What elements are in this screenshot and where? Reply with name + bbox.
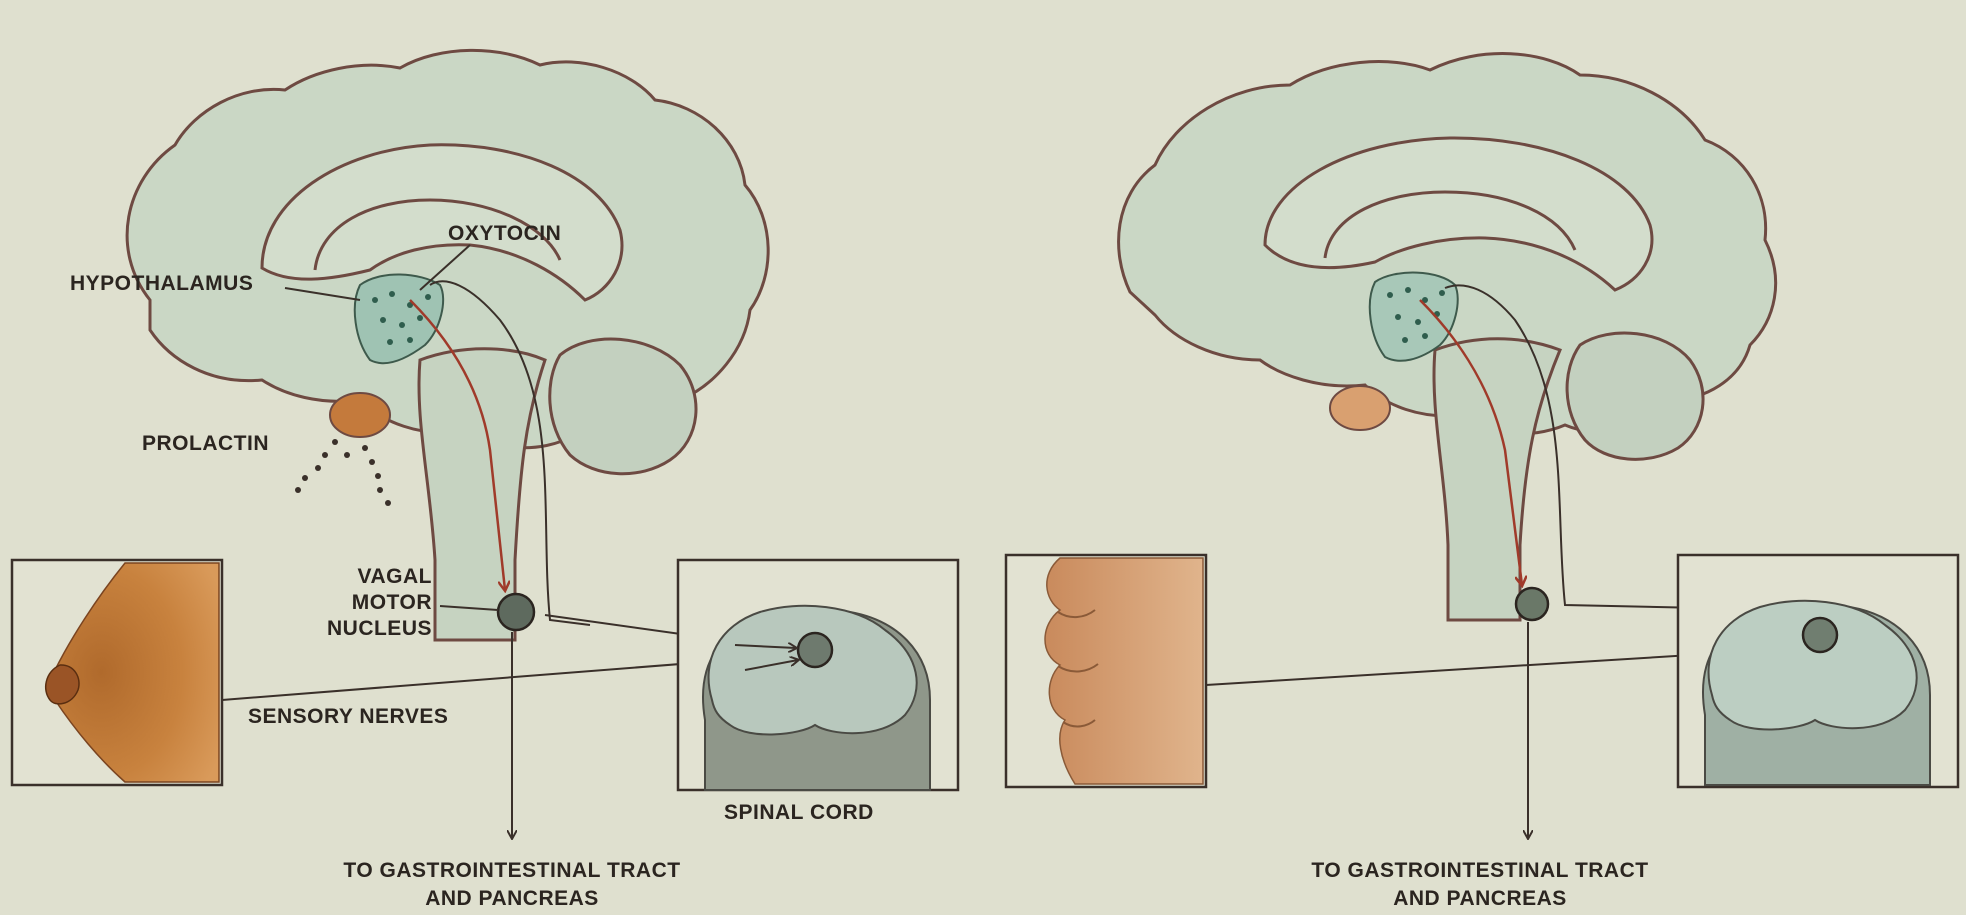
gi-label-left-1: TO GASTROINTESTINAL TRACT — [343, 859, 680, 882]
vagal-label-2: MOTOR — [352, 591, 432, 614]
spinal-cord-label: SPINAL CORD — [724, 801, 874, 824]
right-panel: TO GASTROINTESTINAL TRACT AND PANCREAS — [1006, 54, 1958, 910]
vagal-label-1: VAGAL — [358, 565, 432, 588]
left-panel: OXYTOCIN HYPOTHALAMUS PROLACTIN VAGAL MO… — [12, 50, 958, 910]
spinal-cord-inset-right — [1678, 555, 1958, 787]
cerebellum — [550, 339, 696, 474]
lips-inset — [1006, 555, 1206, 787]
vagal-label-3: NUCLEUS — [327, 617, 432, 640]
spinal-nucleus-right — [1803, 618, 1837, 652]
cerebellum-right — [1567, 333, 1703, 459]
prolactin-dots — [295, 439, 391, 506]
gi-label-right-1: TO GASTROINTESTINAL TRACT — [1311, 859, 1648, 882]
oxytocin-label: OXYTOCIN — [448, 222, 561, 245]
brain-right — [1119, 54, 1776, 620]
vagal-motor-nucleus-right — [1516, 588, 1548, 620]
spinal-cord-inset-left — [678, 560, 958, 790]
pituitary-gland — [330, 393, 390, 437]
pituitary-gland-right — [1330, 386, 1390, 430]
brainstem-right — [1434, 339, 1560, 620]
sensory-nerves-label: SENSORY NERVES — [248, 705, 448, 728]
gi-label-left-2: AND PANCREAS — [425, 887, 599, 910]
spinal-nucleus-left — [798, 633, 832, 667]
hypothalamus-label: HYPOTHALAMUS — [70, 272, 253, 295]
prolactin-label: PROLACTIN — [142, 432, 269, 455]
vagal-motor-nucleus — [498, 594, 534, 630]
gi-label-right-2: AND PANCREAS — [1393, 887, 1567, 910]
nipple-inset — [12, 560, 222, 785]
